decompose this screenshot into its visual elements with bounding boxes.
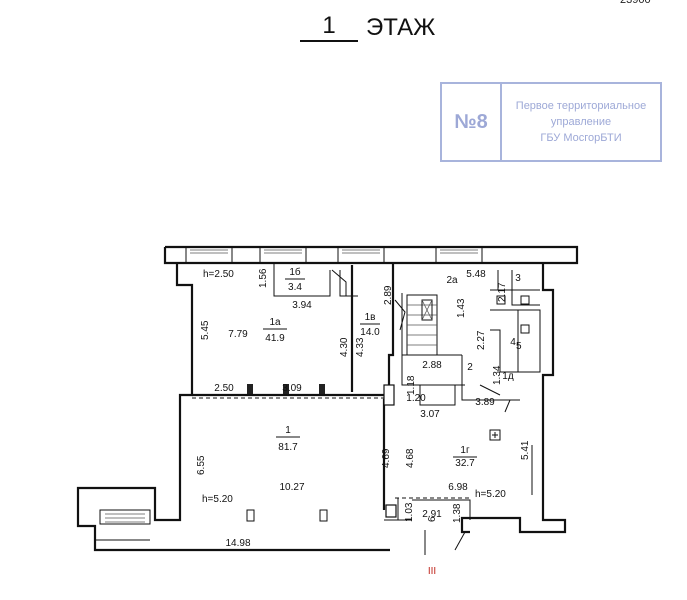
dim-7-79: 7.79 xyxy=(228,329,248,340)
room-1b-id: 1б xyxy=(289,266,301,278)
height-label-lower-left: h=5.20 xyxy=(202,494,233,505)
dim-2-91: 2.91 xyxy=(422,509,442,520)
dim-5-41: 5.41 xyxy=(520,440,531,460)
dim-1-18: 1.18 xyxy=(406,375,417,395)
bti-stamp: №8 Первое территориальное управление ГБУ… xyxy=(440,82,662,162)
dim-14-98: 14.98 xyxy=(225,538,250,549)
dim-5-48: 5.48 xyxy=(466,269,486,280)
interior-walls xyxy=(192,263,541,555)
section-mark: III xyxy=(428,566,436,577)
room-5-id: 5 xyxy=(516,341,522,352)
room-1a-area: 41.9 xyxy=(265,333,285,344)
dim-2-50: 2.50 xyxy=(214,383,234,394)
room-1a-id: 1а xyxy=(269,317,281,328)
dim-1-38: 1.38 xyxy=(452,503,463,523)
dim-1-43: 1.43 xyxy=(456,298,467,318)
dim-4-69: 4.69 xyxy=(381,448,392,468)
columns xyxy=(246,295,533,522)
room-1b-area: 3.4 xyxy=(288,282,302,293)
height-label-upper-left: h=2.50 xyxy=(203,269,234,280)
dim-1-56: 1.56 xyxy=(258,268,269,288)
dim-10-27: 10.27 xyxy=(279,482,304,493)
room-3-id: 3 xyxy=(515,273,521,284)
dim-2-17: 2.17 xyxy=(497,282,508,302)
dim-3-07: 3.07 xyxy=(420,409,440,420)
room-1v-id: 1в xyxy=(365,312,376,323)
dim-3-94: 3.94 xyxy=(292,300,312,311)
room-1-area: 81.7 xyxy=(278,442,298,453)
room-1g-area: 32.7 xyxy=(455,458,475,469)
room-1d-id: 1д xyxy=(502,371,514,382)
top-windows xyxy=(185,246,483,264)
stamp-line-3: ГБУ МосгорБТИ xyxy=(540,132,622,144)
stamp-line-2: управление xyxy=(550,116,612,128)
staircase xyxy=(331,269,438,356)
dim-4-33: 4.33 xyxy=(355,337,366,357)
dim-3-89: 3.89 xyxy=(475,397,495,408)
room-1g-id: 1г xyxy=(460,445,470,456)
room-6-id: 6 xyxy=(427,516,438,522)
dim-1-03: 1.03 xyxy=(404,502,415,522)
room-1v-area: 14.0 xyxy=(360,327,380,338)
room-2a-id: 2а xyxy=(446,275,458,286)
stamp-text: Первое территориальное управление ГБУ Мо… xyxy=(502,84,660,160)
dim-2-89: 2.89 xyxy=(383,285,394,305)
room-1-id: 1 xyxy=(285,425,291,436)
dim-1-20: 1.20 xyxy=(406,393,426,404)
dim-4-68: 4.68 xyxy=(405,448,416,468)
height-label-lower-right: h=5.20 xyxy=(475,489,506,500)
dim-3-09: 3.09 xyxy=(282,383,302,394)
dim-2-27: 2.27 xyxy=(476,330,487,350)
dim-6-55: 6.55 xyxy=(196,455,207,475)
stamp-line-1: Первое территориальное xyxy=(515,100,647,112)
floor-number: 1 xyxy=(300,12,358,42)
dim-1-34: 1.34 xyxy=(492,365,503,385)
document-number: 23900 xyxy=(620,0,651,6)
dim-2-88: 2.88 xyxy=(422,360,442,371)
stamp-number: №8 xyxy=(442,84,502,160)
dim-5-45: 5.45 xyxy=(200,320,211,340)
floor-word: ЭТАЖ xyxy=(366,14,436,41)
room-2-id: 2 xyxy=(467,362,473,373)
dim-6-98: 6.98 xyxy=(448,482,468,493)
room-4-id: 4 xyxy=(510,337,516,348)
dim-4-30: 4.30 xyxy=(339,337,350,357)
floor-title: 1 ЭТАЖ xyxy=(300,8,435,42)
